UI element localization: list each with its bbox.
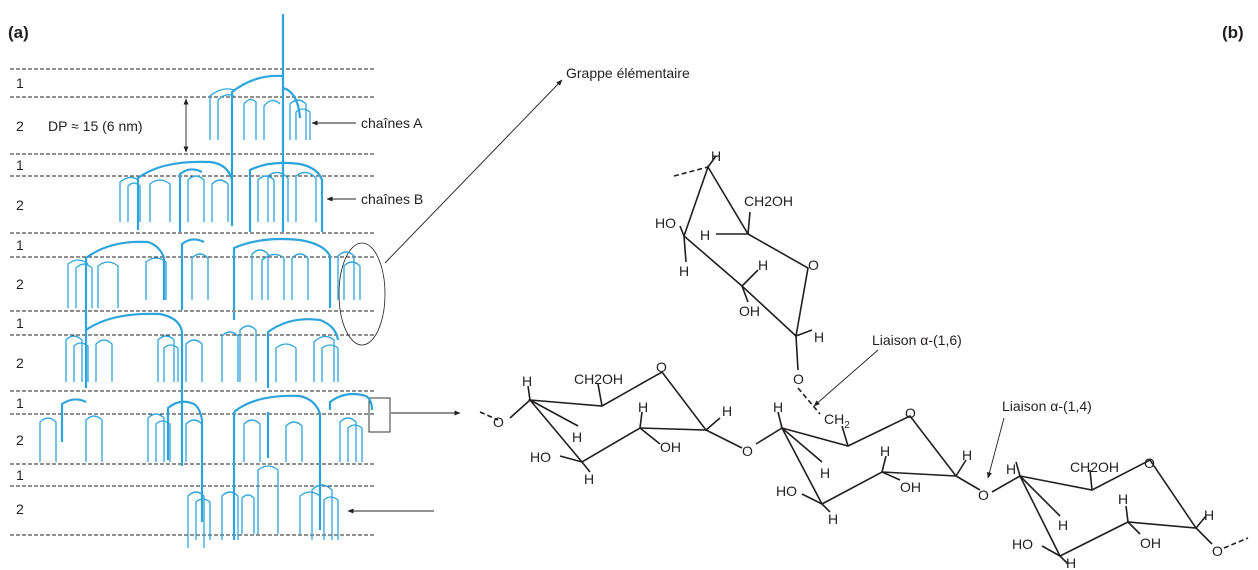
layer-label: 1	[16, 157, 24, 173]
dp-label: DP ≈ 15 (6 nm)	[48, 118, 143, 134]
layer-label: 2	[16, 197, 24, 213]
atom-o: O	[742, 443, 753, 459]
atom-oh: OH	[1140, 535, 1161, 551]
atom-h: H	[572, 429, 582, 445]
atom-h: H	[679, 263, 689, 279]
layer-labels: 1 2 1 2 1 2 1 2 1 2 1 2	[16, 75, 24, 517]
layer-label: 2	[16, 276, 24, 292]
layer-label: 2	[16, 355, 24, 371]
layer-label: 1	[16, 237, 24, 253]
atom-o: O	[808, 257, 819, 273]
atom-oh: OH	[739, 303, 760, 319]
atom-oh: OH	[660, 439, 681, 455]
atom-h: H	[814, 329, 824, 345]
atom-h: H	[1118, 491, 1128, 507]
atom-ho: HO	[655, 215, 676, 231]
panel-label-b: (b)	[1222, 23, 1244, 42]
atom-o: O	[656, 359, 667, 375]
atom-ch2oh: CH2OH	[1070, 459, 1119, 475]
panel-label-a: (a)	[8, 23, 29, 42]
atom-o: O	[793, 371, 804, 387]
atom-o: O	[493, 414, 504, 430]
atom-o: O	[1212, 543, 1223, 559]
atom-h: H	[711, 148, 721, 164]
atom-h: H	[880, 443, 890, 459]
layer-label: 1	[16, 75, 24, 91]
atom-ch2oh: CH2OH	[574, 371, 623, 387]
link-14-label: Liaison α-(1,4)	[1002, 398, 1092, 414]
atom-h: H	[1006, 461, 1016, 477]
atom-ho: HO	[530, 449, 551, 465]
atom-h: H	[962, 447, 972, 463]
layer-label: 1	[16, 315, 24, 331]
link-14-arrow	[987, 417, 1005, 479]
atom-oh: OH	[900, 479, 921, 495]
atom-h: H	[522, 373, 532, 389]
atom-h: H	[773, 399, 783, 415]
atom-ch2oh: CH2OH	[744, 193, 793, 209]
chains-a-label: chaînes A	[361, 115, 423, 131]
cluster-label: Grappe élémentaire	[566, 65, 690, 81]
glucose-ring-right	[991, 458, 1249, 565]
layer-label: 2	[16, 432, 24, 448]
atom-h: H	[820, 465, 830, 481]
atom-o: O	[1144, 455, 1155, 471]
atom-h: H	[584, 471, 594, 487]
atom-ch2: CH2	[824, 411, 850, 431]
atom-h: H	[638, 399, 648, 415]
layer-label: 2	[16, 501, 24, 517]
atom-h: H	[700, 227, 710, 243]
atom-o: O	[978, 487, 989, 503]
link-16-arrow	[813, 349, 879, 407]
amylopectin-chains	[39, 14, 374, 548]
panel-a: (a) 1 2 1 2 1 2 1 2 1	[8, 14, 690, 548]
layer-label: 1	[16, 467, 24, 483]
layer-label: 1	[16, 395, 24, 411]
elementary-cluster-outline	[338, 242, 386, 346]
atom-h: H	[722, 403, 732, 419]
zoom-box	[368, 397, 391, 433]
link-16-label: Liaison α-(1,6)	[872, 332, 962, 348]
panel-b: (b) H CH2OH HO H H H O OH H O Liaison α-…	[479, 23, 1249, 570]
atom-h: H	[1204, 507, 1214, 523]
glucose-ring-left	[479, 370, 743, 473]
atom-o: O	[905, 405, 916, 421]
atom-h: H	[1066, 555, 1076, 570]
atom-h: H	[828, 511, 838, 527]
atom-h: H	[1058, 517, 1068, 533]
chains-b-label: chaînes B	[361, 191, 423, 207]
glucose-ring-top	[673, 155, 821, 415]
layer-label: 2	[16, 118, 24, 134]
atom-h: H	[758, 257, 768, 273]
cluster-leader-arrow	[384, 79, 563, 264]
atom-ho: HO	[776, 483, 797, 499]
glucose-ring-middle	[755, 411, 981, 513]
atom-ho: HO	[1012, 536, 1033, 552]
